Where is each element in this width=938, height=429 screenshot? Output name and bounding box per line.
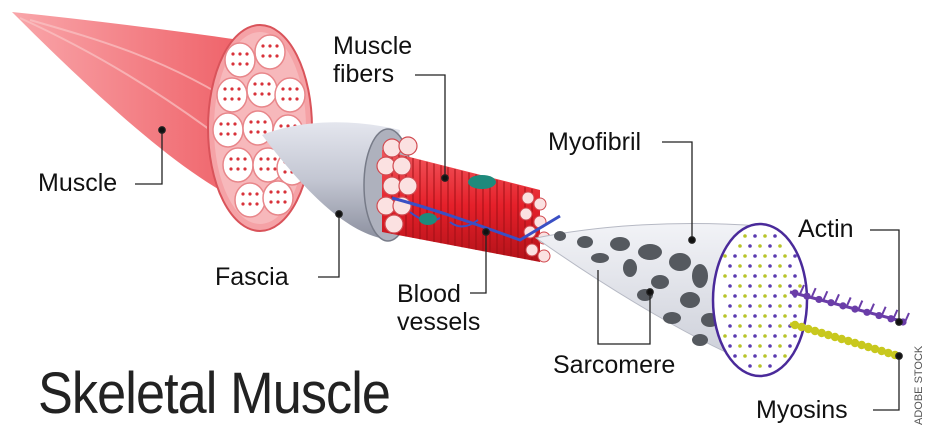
muscle-fiber-bundle bbox=[377, 137, 560, 262]
label-muscle: Muscle bbox=[38, 170, 117, 196]
label-muscle-fibers-line1: Muscle bbox=[333, 33, 412, 59]
myosin-filament bbox=[790, 321, 899, 359]
label-myofibril: Myofibril bbox=[548, 129, 641, 155]
image-credit: ADOBE STOCK bbox=[913, 346, 925, 425]
label-blood-vessels-line2: vessels bbox=[397, 309, 480, 335]
label-fascia: Fascia bbox=[215, 264, 289, 290]
diagram-title: Skeletal Muscle bbox=[38, 360, 390, 427]
label-actin: Actin bbox=[798, 216, 854, 242]
label-sarcomere: Sarcomere bbox=[553, 352, 675, 378]
muscle-shape bbox=[12, 12, 312, 231]
label-blood-vessels-line1: Blood bbox=[397, 281, 461, 307]
label-myosins: Myosins bbox=[756, 397, 848, 423]
label-muscle-fibers-line2: fibers bbox=[333, 61, 394, 87]
